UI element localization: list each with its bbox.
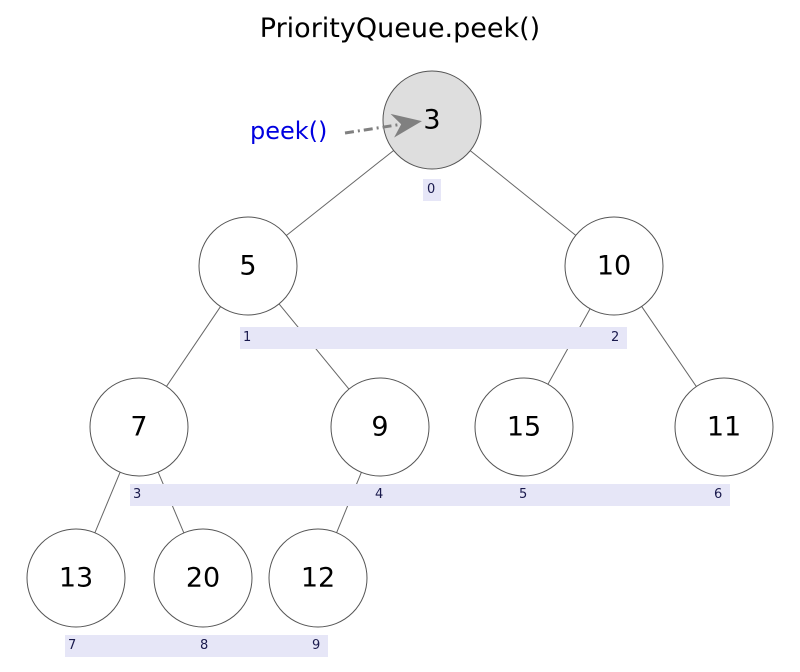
array-index-label: 1 <box>243 330 252 345</box>
array-index-label: 7 <box>68 638 77 653</box>
tree-edge <box>166 306 221 387</box>
tree-node[interactable] <box>26 528 126 628</box>
tree-node-highlighted[interactable] <box>382 70 482 170</box>
tree-node[interactable] <box>674 377 774 477</box>
array-index-label: 5 <box>519 487 528 502</box>
array-index-band <box>65 635 328 657</box>
array-index-band <box>240 327 627 349</box>
tree-edge <box>286 150 394 236</box>
tree-node[interactable] <box>89 377 189 477</box>
array-index-label: 4 <box>375 487 384 502</box>
tree-node[interactable] <box>198 216 298 316</box>
node-layer <box>26 70 774 628</box>
array-index-band <box>130 484 730 506</box>
array-index-label: 0 <box>427 182 436 197</box>
page-title: PriorityQueue.peek() <box>259 13 541 44</box>
tree-node[interactable] <box>564 216 664 316</box>
tree-edge <box>469 150 577 236</box>
tree-node[interactable] <box>153 528 253 628</box>
peek-annotation-label: peek() <box>250 117 328 145</box>
array-index-label: 3 <box>133 487 142 502</box>
edge-layer <box>94 150 697 534</box>
array-index-label: 8 <box>200 638 209 653</box>
array-index-label: 6 <box>714 487 723 502</box>
array-index-label: 2 <box>611 330 620 345</box>
tree-edge <box>641 306 697 387</box>
array-index-label: 9 <box>312 638 321 653</box>
tree-node[interactable] <box>474 377 574 477</box>
tree-node[interactable] <box>268 528 368 628</box>
array-index-band <box>423 179 441 201</box>
tree-edge <box>94 472 121 533</box>
tree-node[interactable] <box>330 377 430 477</box>
annotation-arrow <box>344 113 422 138</box>
